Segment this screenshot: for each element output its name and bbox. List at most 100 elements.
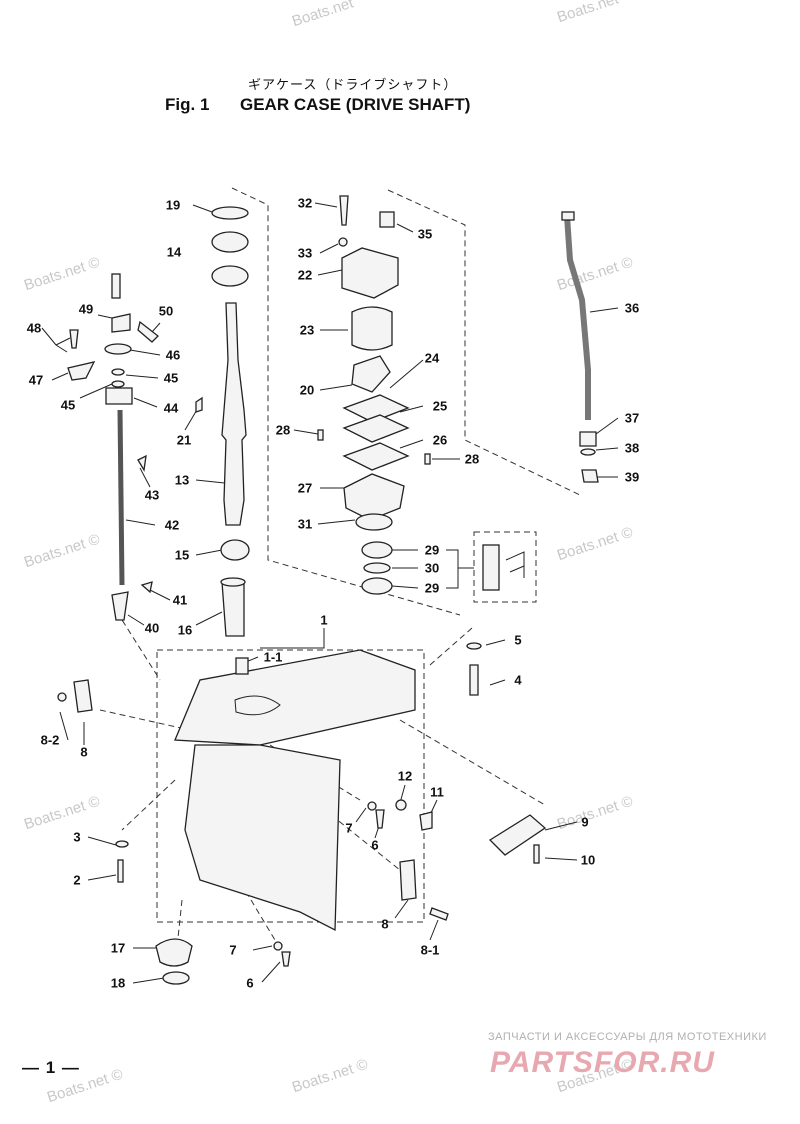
rod-49: [111, 313, 131, 333]
callout-6-lower: 6: [246, 975, 254, 991]
callout-11: 11: [430, 784, 444, 800]
circlip-45: [111, 368, 125, 376]
callout-1-1: 1-1: [263, 649, 283, 665]
callout-46: 46: [165, 347, 181, 363]
rod-50: [137, 320, 159, 343]
callout-26: 26: [432, 432, 448, 448]
plate-25: [342, 414, 410, 443]
japanese-title: ギアケース（ドライブシャフト）: [248, 78, 458, 93]
callout-45-right: 45: [163, 370, 179, 386]
callout-1: 1: [320, 612, 328, 628]
plug-11: [419, 811, 433, 831]
housing-27: [343, 473, 405, 521]
gasket-24: [342, 394, 410, 423]
brand-logo: PARTSFOR.RU: [490, 1046, 715, 1079]
pin-28-left: [317, 429, 324, 441]
callout-8-1: 8-1: [420, 942, 440, 958]
callout-7-lower: 7: [229, 942, 237, 958]
drive-shaft-group: [195, 206, 250, 637]
water-tube-group: [561, 211, 599, 483]
pump-housing-22: [341, 247, 399, 299]
callout-50: 50: [158, 303, 174, 319]
callout-49: 49: [78, 301, 94, 317]
callout-28-left: 28: [275, 422, 291, 438]
bolt-48: [69, 329, 79, 349]
bushing-44: [105, 387, 133, 405]
bearing-14-lower: [211, 265, 249, 287]
assembly-boundary-pump: [387, 189, 581, 496]
callout-33: 33: [297, 245, 313, 261]
callout-42: 42: [164, 517, 180, 533]
gear-case-boundary: [156, 649, 425, 923]
callout-38: 38: [624, 440, 640, 456]
callout-40: 40: [144, 620, 160, 636]
callout-41: 41: [172, 592, 188, 608]
drive-shaft-13: [221, 302, 247, 526]
nut-18: [162, 971, 190, 985]
oil-seal-29-upper: [361, 541, 393, 559]
callout-25: 25: [432, 398, 448, 414]
gasket-12: [395, 799, 407, 811]
pin-41: [140, 581, 153, 594]
callout-5: 5: [514, 632, 522, 648]
bearing-14-upper: [211, 231, 249, 253]
callout-37: 37: [624, 410, 640, 426]
shift-rod-42: [117, 409, 125, 586]
callout-45-left: 45: [60, 397, 76, 413]
callout-39: 39: [624, 469, 640, 485]
callout-23: 23: [299, 322, 315, 338]
tube-36-cap: [561, 211, 575, 221]
callout-12: 12: [397, 768, 413, 784]
bolt-4: [469, 664, 479, 696]
bolt-8-2: [57, 692, 67, 702]
leader-lines: [41, 202, 619, 984]
plug-6-upper: [375, 809, 385, 829]
key-21: [195, 396, 203, 413]
callout-10: 10: [580, 852, 596, 868]
inset-seal-profile: [505, 551, 525, 578]
gear-case-top: [174, 649, 416, 746]
inset-seal-detail: [482, 544, 500, 591]
callout-48: 48: [26, 320, 42, 336]
brand-tagline: ЗАПЧАСТИ И АКСЕССУАРЫ ДЛЯ МОТОТЕХНИКИ: [488, 1031, 767, 1043]
circlip-45b: [111, 380, 125, 388]
anode-8-left: [73, 679, 93, 713]
insert-cartridge-23: [351, 306, 393, 351]
bolt-2: [117, 859, 124, 883]
pin-28-right: [424, 453, 431, 465]
callout-6-upper: 6: [371, 837, 379, 853]
callout-7-upper: 7: [345, 820, 353, 836]
bushing-1-1: [235, 657, 249, 675]
shift-cam-40: [111, 591, 129, 621]
callout-9: 9: [581, 814, 589, 830]
gear-case-group: [57, 642, 547, 985]
callout-3: 3: [73, 829, 81, 845]
water-pump-group: [317, 195, 525, 595]
callout-28-right: 28: [464, 451, 480, 467]
grommet-39: [581, 469, 599, 483]
callout-29-upper: 29: [424, 542, 440, 558]
sleeve-16: [221, 581, 245, 637]
o-ring-46: [104, 343, 132, 355]
callout-16: 16: [177, 622, 193, 638]
oil-seal-29-lower: [361, 577, 393, 595]
page-number: — 1 —: [22, 1058, 80, 1077]
bolt-8-1: [429, 907, 449, 921]
callout-30: 30: [424, 560, 440, 576]
anode-8-right: [399, 859, 417, 901]
callout-4: 4: [514, 672, 522, 688]
shift-rod-top: [111, 273, 121, 299]
plug-6-lower: [281, 951, 291, 967]
grommet-37: [579, 431, 597, 447]
gasket-7-upper: [367, 801, 377, 811]
screw-10: [533, 844, 540, 864]
callout-29-lower: 29: [424, 580, 440, 596]
callout-20: 20: [299, 382, 315, 398]
impeller-20: [351, 355, 391, 393]
gear-case-body: [184, 744, 341, 932]
callout-8-2: 8-2: [40, 732, 60, 748]
gasket-26: [342, 442, 410, 471]
washer-33: [338, 237, 348, 247]
callout-35: 35: [417, 226, 433, 242]
